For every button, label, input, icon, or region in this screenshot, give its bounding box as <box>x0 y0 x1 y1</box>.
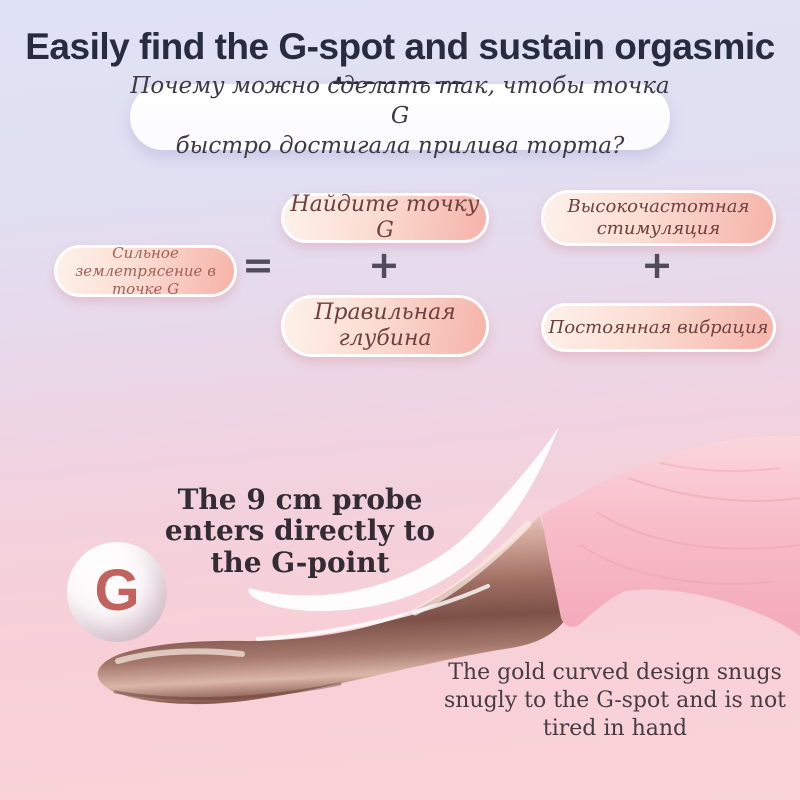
gold-probe-shape <box>97 516 565 705</box>
question-line-2: быстро достигала прилива торта? <box>175 132 625 159</box>
spoon-bowl-highlight <box>115 648 245 664</box>
probe-underside-shadow <box>113 682 342 701</box>
body-crease-4 <box>659 462 781 472</box>
body-crease-1 <box>627 477 800 502</box>
body-crease-3 <box>579 544 771 585</box>
probe-shaft-highlight <box>256 584 490 641</box>
pill-strong-quake: Сильное землетрясение в точке G <box>54 244 237 298</box>
pill-find-gspot: Найдите точку G <box>281 191 489 243</box>
gold-note-line-2: snugly to the G-spot and is not <box>443 687 787 713</box>
g-letter: G <box>94 557 140 623</box>
plus-sign-right: + <box>641 243 673 287</box>
probe-headline-line-1: The 9 cm probe <box>177 483 423 516</box>
gold-note-line-3: tired in hand <box>542 715 688 741</box>
probe-headline: The 9 cm probe enters directly to the G-… <box>140 484 460 578</box>
pill-constant-vibration: Постоянная вибрация <box>541 303 776 352</box>
pill-constant-vibration-label: Постоянная вибрация <box>548 316 769 338</box>
plus-sign-middle: + <box>368 243 400 287</box>
probe-cone-highlight <box>411 520 532 616</box>
pill-high-frequency-label: Высокочастотная стимуляция <box>567 196 750 239</box>
body-crease-2 <box>595 511 800 550</box>
pink-body-shape <box>542 435 800 636</box>
gold-design-note: The gold curved design snugs snugly to t… <box>430 659 800 743</box>
gold-note-line-1: The gold curved design snugs <box>448 660 782 685</box>
question-line-1: Почему можно сделать так, чтобы точка G <box>130 73 670 130</box>
question-bubble: Почему можно сделать так, чтобы точка G … <box>130 73 670 159</box>
probe-headline-line-3: the G-point <box>210 545 390 579</box>
pill-strong-quake-label: Сильное землетрясение в точке G <box>75 244 216 298</box>
swoosh-decoration <box>248 427 559 612</box>
equals-sign: = <box>242 243 274 287</box>
g-spot-badge: G <box>67 542 167 642</box>
probe-headline-line-2: enters directly to <box>164 514 436 548</box>
pill-find-gspot-label: Найдите точку G <box>290 191 480 243</box>
pill-right-depth: Правильная глубина <box>281 295 489 357</box>
pill-high-frequency: Высокочастотная стимуляция <box>541 190 776 246</box>
pill-right-depth-label: Правильная глубина <box>314 299 456 351</box>
